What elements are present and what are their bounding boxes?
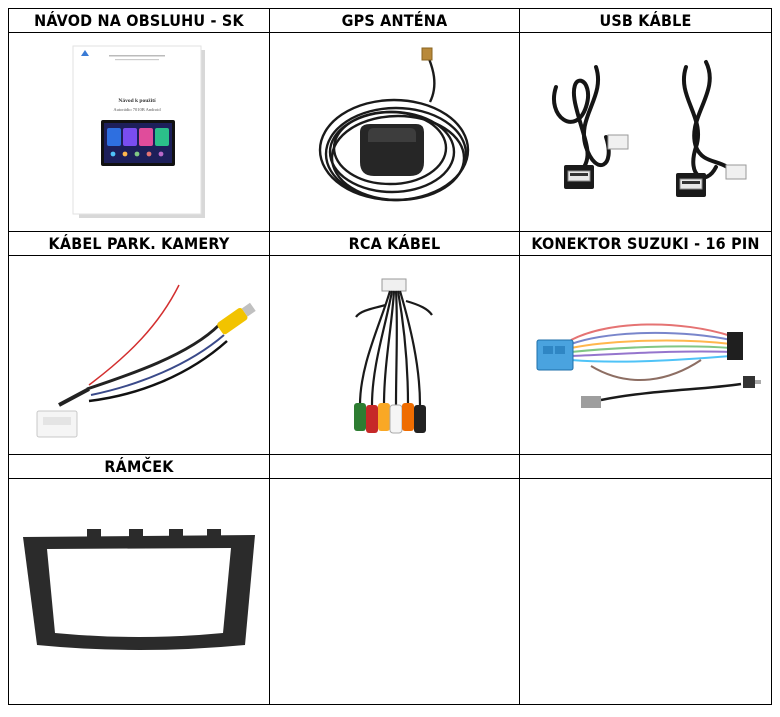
label-camera-cable: KÁBEL PARK. KAMERY (8, 231, 270, 256)
package-contents-table: NÁVOD NA OBSLUHU - SK GPS ANTÉNA USB KÁB… (8, 8, 772, 705)
camera-cable-icon (36, 284, 256, 438)
cell-frame (8, 478, 270, 705)
label-manual: NÁVOD NA OBSLUHU - SK (8, 8, 270, 33)
cell-gps-antenna (269, 32, 520, 232)
cell-usb-cables (519, 32, 772, 232)
connector-icon (536, 323, 761, 408)
cell-manual: Návod k použití Autorádio 7010B Android (8, 32, 270, 232)
manual-subtitle: Autorádio 7010B Android (113, 107, 161, 112)
rca-cable-icon (353, 278, 433, 434)
label-rca-cable: RCA KÁBEL (269, 231, 520, 256)
label-frame: RÁMČEK (8, 454, 270, 479)
cell-rca-cable (269, 255, 520, 455)
cell-empty-2 (269, 478, 520, 705)
manual-icon: Návod k použití Autorádio 7010B Android (72, 45, 205, 218)
cell-camera-cable (8, 255, 270, 455)
cell-suzuki-connector (519, 255, 772, 455)
gps-antenna-icon (318, 47, 469, 202)
cell-empty-3 (519, 478, 772, 705)
label-gps-antenna: GPS ANTÉNA (269, 8, 520, 33)
usb-cables-icon (551, 60, 746, 197)
label-usb-cables: USB KÁBLE (519, 8, 772, 33)
label-empty-3 (519, 454, 772, 479)
frame-icon (23, 528, 255, 650)
manual-title: Návod k použití (118, 98, 156, 104)
label-empty-2 (269, 454, 520, 479)
label-suzuki-connector: KONEKTOR SUZUKI - 16 PIN (519, 231, 772, 256)
